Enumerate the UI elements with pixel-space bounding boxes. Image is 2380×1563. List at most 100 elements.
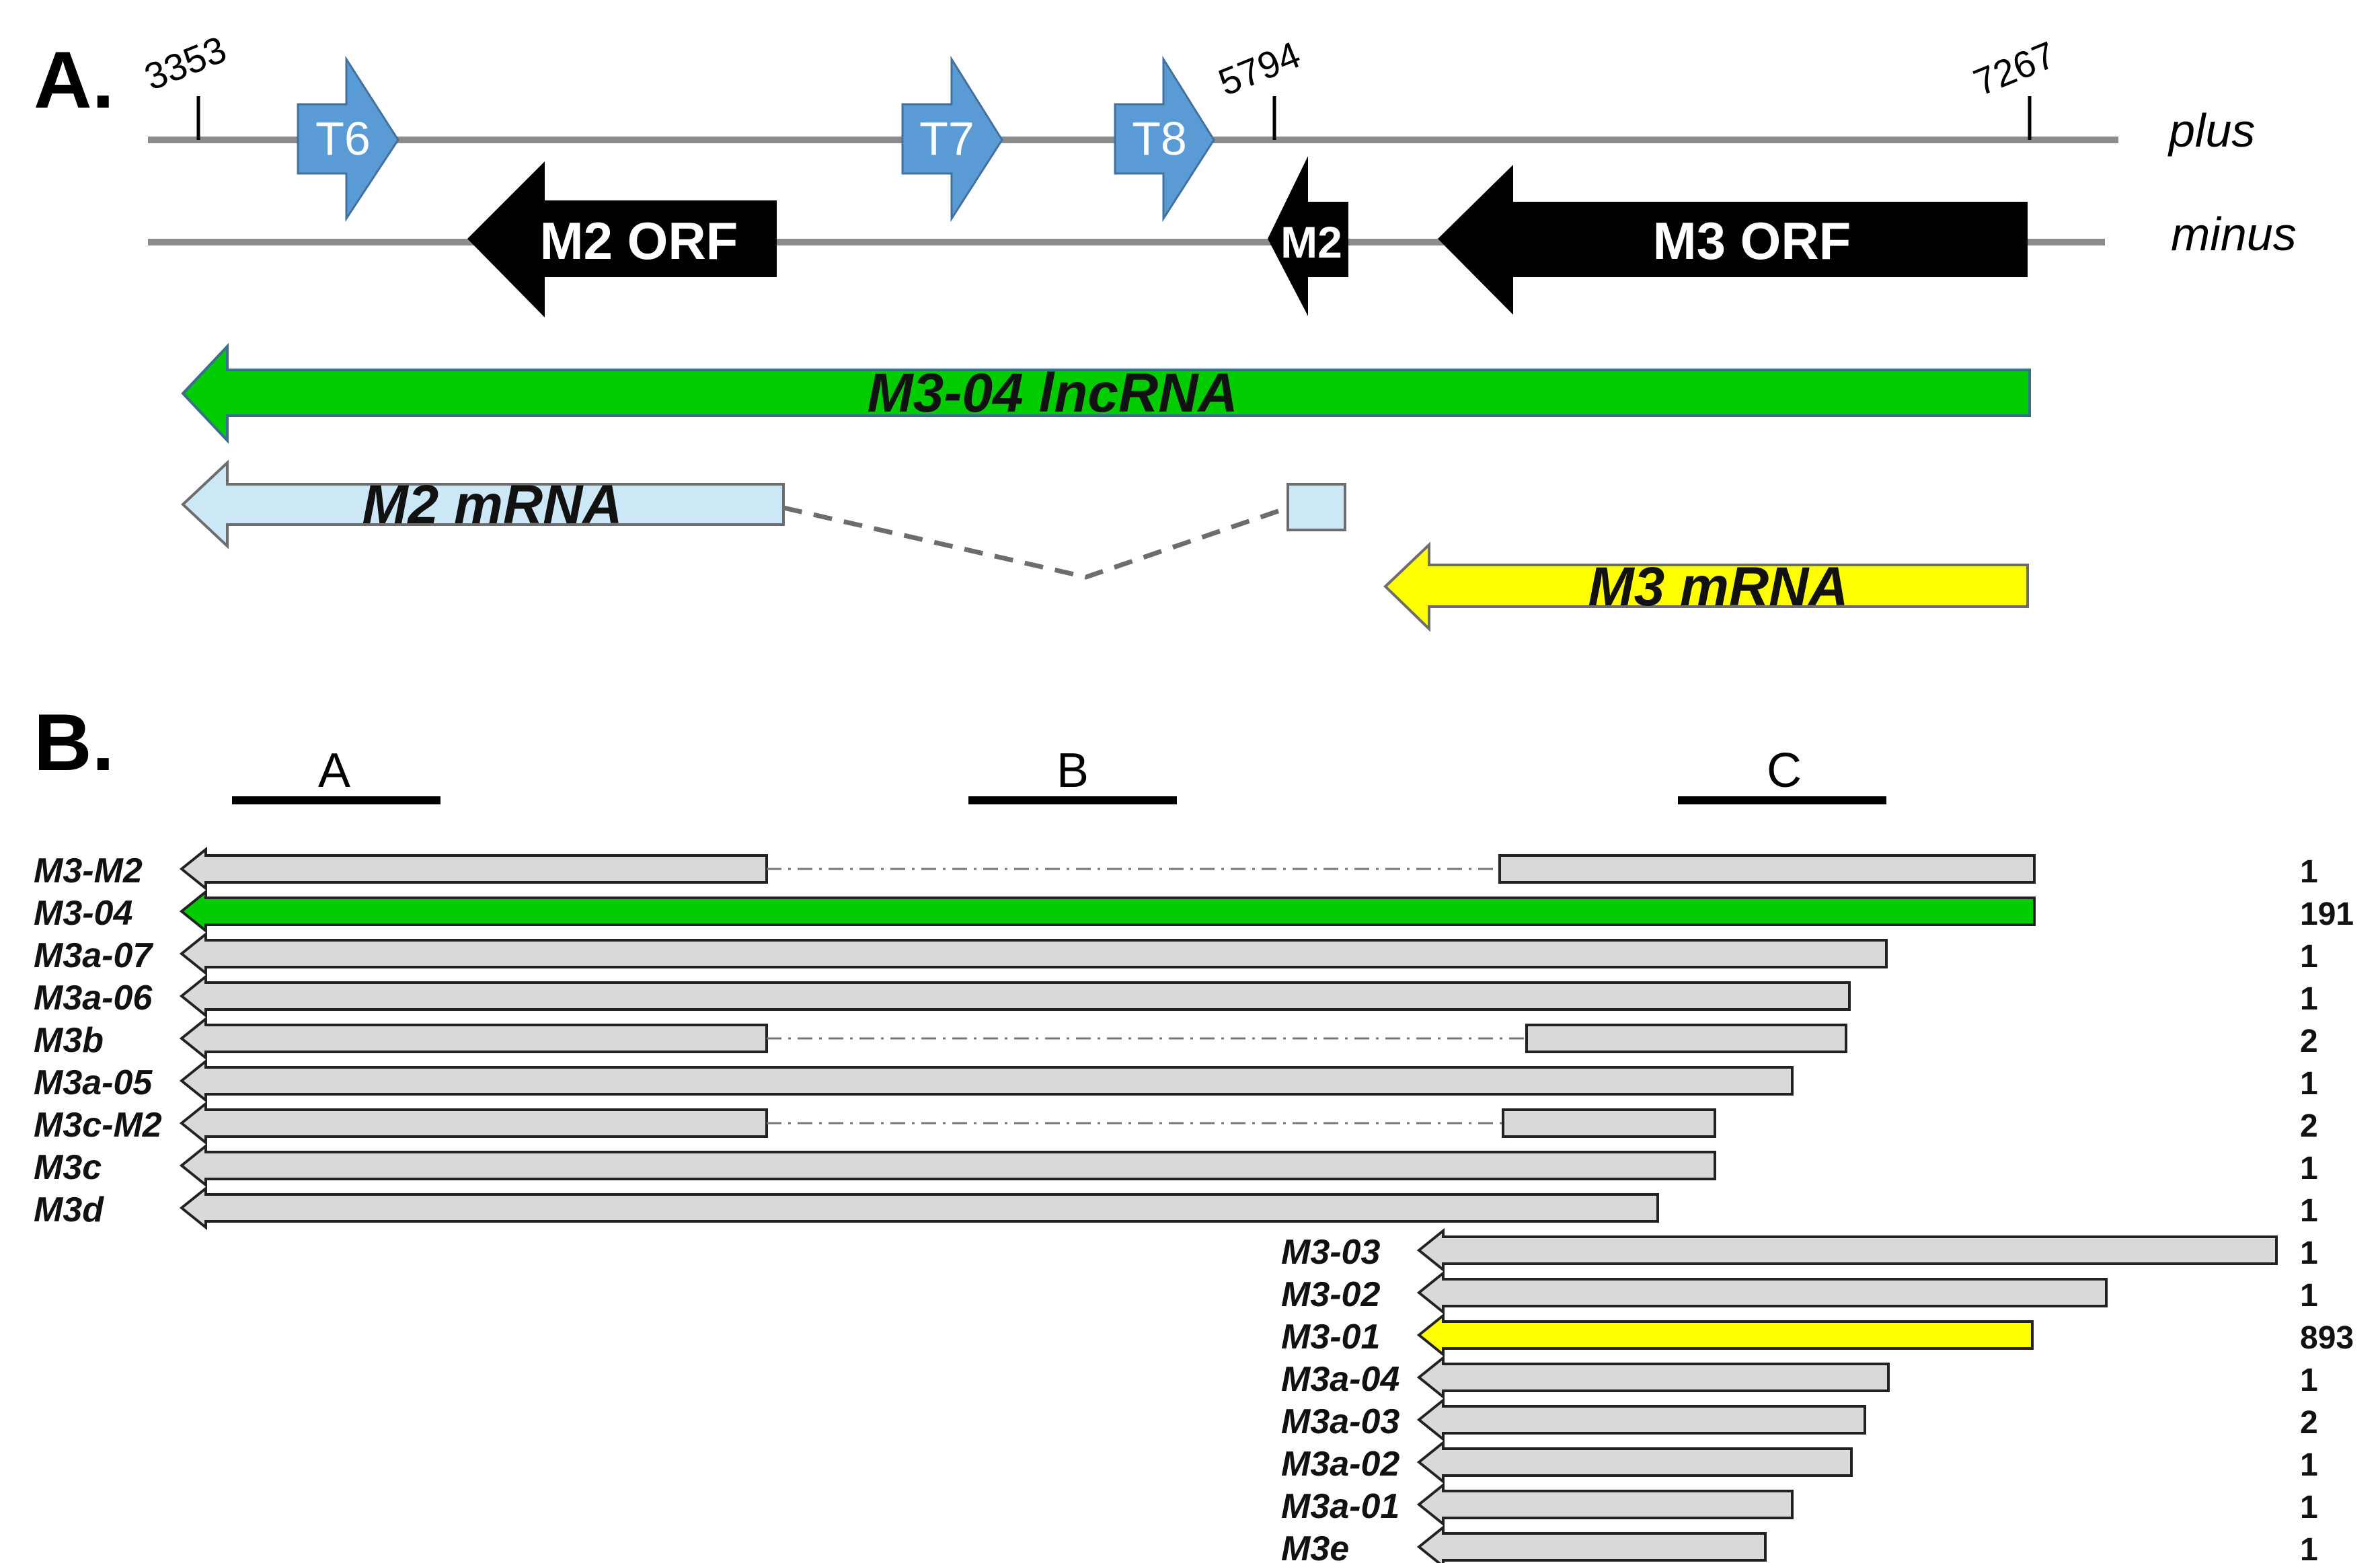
transcript-row-M3a-04: M3a-04 1 <box>1281 1355 2318 1400</box>
transcript-name: M3b <box>34 1021 104 1060</box>
t7-arrow: T7 <box>901 55 1003 223</box>
transcript-name: M3a-06 <box>34 979 153 1018</box>
region-label-a: A <box>318 744 350 798</box>
m2-small-orf-label: M2 <box>1280 217 1342 267</box>
transcript-count: 1 <box>2300 1066 2318 1102</box>
transcript-count: 1 <box>2300 1447 2318 1483</box>
transcript-name: M3a-01 <box>1281 1487 1399 1526</box>
transcript-arrow <box>179 931 1888 977</box>
transcript-row-M3-03: M3-03 1 <box>1281 1227 2318 1273</box>
transcript-arrow <box>179 1143 1716 1188</box>
panel-a-label: A. <box>34 35 114 125</box>
transcript-count: 1 <box>2300 1193 2318 1229</box>
transcript-arrow <box>1416 1227 2278 1273</box>
transcript-name: M3a-07 <box>34 936 153 975</box>
transcript-name: M3c-M2 <box>34 1106 162 1145</box>
m3-mrna-label: M3 mRNA <box>1588 556 1848 617</box>
transcript-count: 1 <box>2300 854 2318 890</box>
transcript-row-M3a-06: M3a-06 1 <box>34 973 2318 1019</box>
transcript-row-M3e: M3e 1 <box>1281 1524 2318 1563</box>
t8-arrow: T8 <box>1114 55 1215 223</box>
panel-b-label: B. <box>34 697 114 788</box>
region-label-b: B <box>1057 744 1089 798</box>
coord-label-3353: 3353 <box>139 28 232 98</box>
transcript-arrow <box>179 888 2036 934</box>
m3-04-lncrna-arrow: M3-04 lncRNA <box>181 342 2031 445</box>
transcript-count: 1 <box>2300 939 2318 975</box>
transcript-row-M3a-03: M3a-03 2 <box>1281 1397 2318 1443</box>
m2-mrna-exon2 <box>1287 483 1346 531</box>
transcript-row-M3-01: M3-01 893 <box>1281 1312 2354 1358</box>
transcript-count: 1 <box>2300 1363 2318 1398</box>
transcript-row-M3a-01: M3a-01 1 <box>1281 1482 2318 1527</box>
region-label-c: C <box>1767 744 1802 798</box>
t8-label: T8 <box>1132 112 1187 165</box>
transcript-arrow <box>1416 1355 1890 1400</box>
transcript-count: 1 <box>2300 1278 2318 1313</box>
transcript-exon <box>1498 854 2036 884</box>
transcript-count: 1 <box>2300 981 2318 1017</box>
transcript-count: 1 <box>2300 1151 2318 1186</box>
transcript-name: M3-03 <box>1281 1233 1380 1272</box>
transcript-name: M3-02 <box>1281 1275 1380 1314</box>
transcript-arrow <box>179 973 1851 1019</box>
m3-orf-arrow: M3 ORF <box>1438 165 2028 315</box>
transcript-row-M3-02: M3-02 1 <box>1281 1270 2318 1316</box>
m3-04-lncrna-label: M3-04 lncRNA <box>867 363 1237 424</box>
coord-label-5794: 5794 <box>1213 33 1306 104</box>
transcript-name: M3a-04 <box>1281 1360 1399 1399</box>
transcript-count: 1 <box>2300 1532 2318 1563</box>
transcript-name: M3-04 <box>34 894 132 933</box>
transcript-name: M3d <box>34 1190 104 1229</box>
transcript-arrow <box>179 846 768 892</box>
t7-label: T7 <box>919 112 974 165</box>
transcript-count: 2 <box>2300 1405 2318 1441</box>
transcript-name: M3c <box>34 1148 102 1187</box>
transcript-row-M3a-07: M3a-07 1 <box>34 931 2318 977</box>
transcript-arrow <box>1416 1312 2034 1358</box>
m2-mrna-arrow: M2 mRNA <box>181 459 785 549</box>
transcript-row-M3-M2: M3-M2 1 <box>34 846 2318 892</box>
transcript-arrow <box>179 1058 1794 1104</box>
minus-strand-label: minus <box>2171 208 2297 260</box>
m2-mrna-intron <box>783 505 1289 580</box>
t6-label: T6 <box>315 112 371 165</box>
transcript-arrow <box>1416 1397 1866 1443</box>
coord-label-7267: 7267 <box>1968 33 2061 104</box>
transcript-row-M3b: M3b 2 <box>34 1016 2318 1061</box>
m2-small-orf-arrow: M2 <box>1268 156 1348 316</box>
transcript-count: 1 <box>2300 1235 2318 1271</box>
transcript-exon <box>1525 1024 1847 1053</box>
transcript-name: M3-M2 <box>34 851 143 890</box>
m3-mrna-arrow: M3 mRNA <box>1383 541 2029 632</box>
transcript-arrow <box>1416 1482 1794 1527</box>
transcript-name: M3-01 <box>1281 1318 1380 1357</box>
transcript-count: 2 <box>2300 1024 2318 1059</box>
plus-strand-label: plus <box>2167 104 2255 157</box>
transcript-arrow <box>1416 1439 1853 1485</box>
transcript-row-M3c-M2: M3c-M2 2 <box>34 1100 2318 1146</box>
transcript-arrow <box>1416 1524 1767 1563</box>
transcript-name: M3e <box>1281 1529 1349 1563</box>
m3-orf-label: M3 ORF <box>1653 211 1851 270</box>
transcript-count: 2 <box>2300 1108 2318 1144</box>
transcript-name: M3a-02 <box>1281 1445 1399 1484</box>
transcript-row-M3c: M3c 1 <box>34 1143 2318 1188</box>
m2-mrna-label: M2 mRNA <box>362 474 622 535</box>
transcript-count: 191 <box>2300 897 2354 932</box>
transcript-row-M3a-02: M3a-02 1 <box>1281 1439 2318 1485</box>
transcript-count: 1 <box>2300 1490 2318 1525</box>
transcript-row-M3d: M3d 1 <box>34 1185 2318 1231</box>
transcript-arrow <box>179 1100 768 1146</box>
t6-arrow: T6 <box>297 55 399 223</box>
transcript-exon <box>1502 1108 1716 1138</box>
transcript-arrow <box>179 1185 1659 1231</box>
transcript-name: M3a-03 <box>1281 1402 1399 1441</box>
transcript-row-M3-04: M3-04 191 <box>34 888 2354 934</box>
m2-orf-arrow: M2 ORF <box>467 161 777 317</box>
transcript-arrow <box>1416 1270 2108 1316</box>
transcript-arrow <box>179 1016 768 1061</box>
transcript-count: 893 <box>2300 1320 2354 1356</box>
